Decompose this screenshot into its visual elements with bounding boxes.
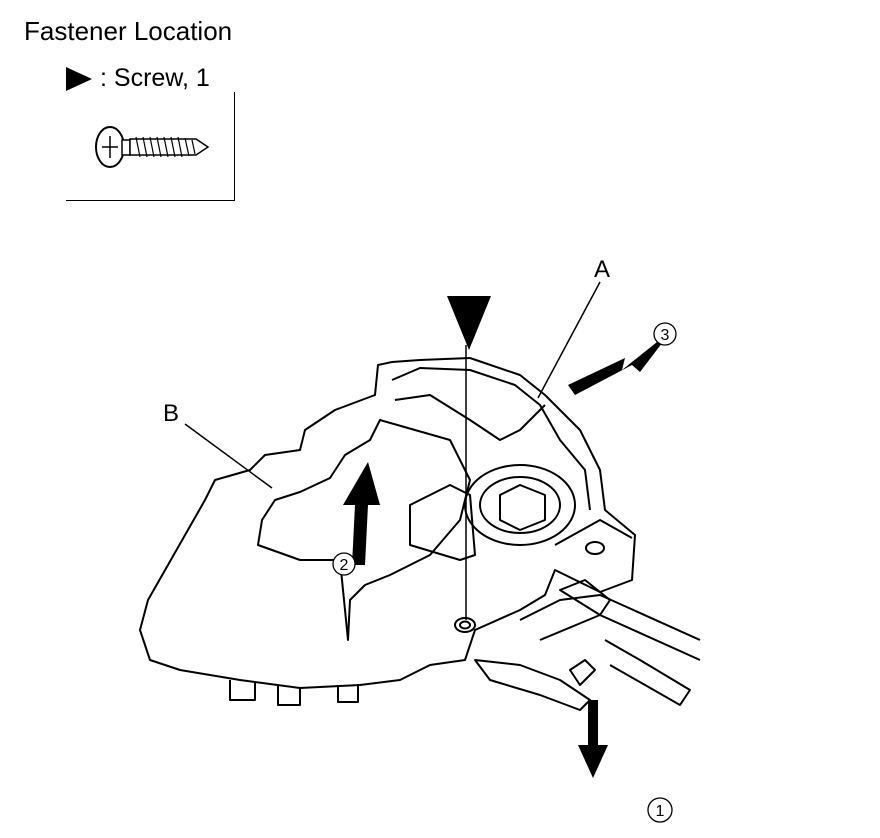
step-3-label: 3 [661, 327, 670, 344]
fastener-legend: : Screw, 1 [66, 64, 210, 93]
lever-arm [519, 594, 701, 706]
legend-frame [66, 92, 235, 201]
screw-icon [95, 126, 210, 168]
callout-a: A [594, 256, 611, 283]
arrow-step-3-icon [568, 330, 672, 395]
page-title: Fastener Location [24, 16, 233, 46]
triangle-pointer-icon [66, 66, 92, 91]
leader-b [184, 423, 273, 489]
arrow-step-1-icon [578, 700, 608, 778]
legend-label: : Screw, 1 [100, 64, 210, 92]
callout-b: B [163, 400, 180, 427]
step-1-label: 1 [656, 803, 665, 820]
screw-location-pointer-icon [447, 296, 491, 350]
bracket-b [257, 419, 471, 641]
housing-outline [139, 357, 636, 689]
step-2-label: 2 [340, 557, 349, 574]
leader-a [537, 281, 601, 399]
arrow-step-2-icon [343, 462, 380, 565]
